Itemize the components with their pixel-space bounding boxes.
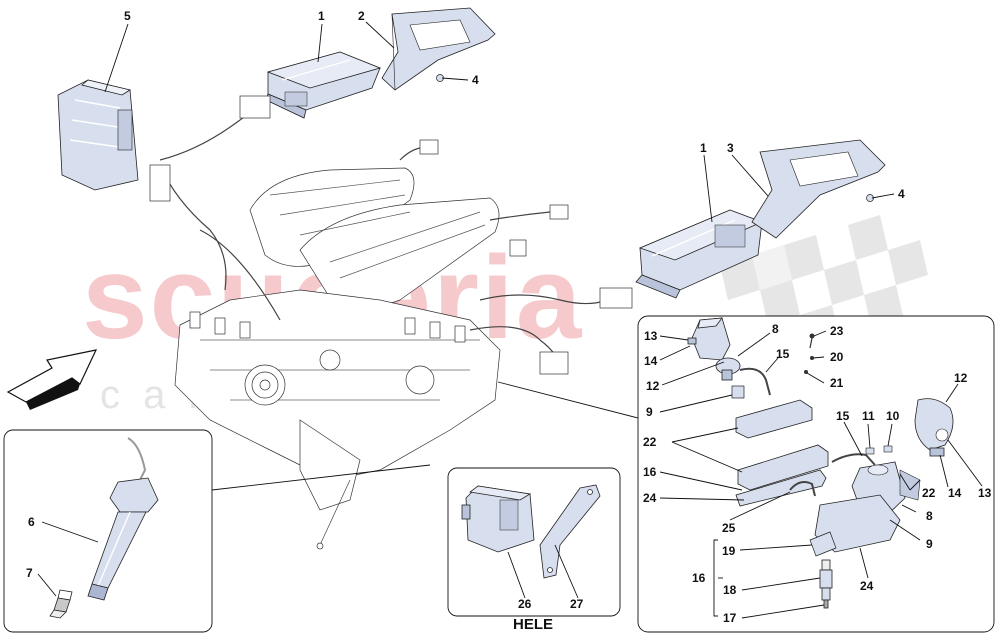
inset-fuel-system [497,315,995,633]
callout-17: 17 [723,611,737,625]
callout-23: 23 [830,324,844,338]
inset-hele [447,467,621,617]
callout-10: 10 [886,409,900,423]
callout-9-left: 9 [646,405,653,419]
callout-24-left: 24 [643,491,657,505]
callout-5: 5 [124,9,131,23]
callout-14-right: 14 [948,486,962,500]
callout-3: 3 [727,141,734,155]
callout-27: 27 [570,597,584,611]
inset-ignition-coil [3,429,431,633]
callout-12-right: 12 [954,371,968,385]
engine-assembly [149,95,633,550]
callout-8-top: 8 [772,322,779,336]
callout-9-right: 9 [926,537,933,551]
callout-4-top: 4 [472,73,479,87]
callout-22-right: 22 [922,486,936,500]
callout-22-left: 22 [643,435,657,449]
callout-1-top: 1 [318,9,325,23]
part-2-bracket-top [381,7,496,91]
callout-26: 26 [518,597,532,611]
callout-16-left: 16 [643,465,657,479]
callout-6: 6 [28,515,35,529]
callout-11: 11 [862,409,875,423]
direction-arrow-icon [6,349,98,410]
callout-21: 21 [830,376,844,390]
callout-13-left: 13 [644,329,658,343]
part-1-ecu-top [265,51,382,119]
part-5-ecu [57,79,139,191]
callout-24-bottom: 24 [860,579,874,593]
callout-13-right: 13 [978,486,992,500]
callout-4-right: 4 [898,187,905,201]
part-1-ecu-right [635,209,764,299]
callout-2: 2 [358,9,365,23]
callout-25: 25 [722,521,736,535]
hele-label: HELE [513,616,553,633]
part-3-bracket-right [751,139,886,239]
callout-numbers: 5 1 2 4 1 3 4 6 7 26 27 13 14 12 8 15 23… [26,9,992,625]
callout-12-left: 12 [646,379,660,393]
callout-8-right: 8 [926,509,933,523]
callout-1-right: 1 [700,141,707,155]
callout-15-right: 15 [836,409,850,423]
callout-14-left: 14 [644,354,658,368]
callout-18: 18 [723,583,737,597]
callout-20: 20 [830,350,844,364]
callout-7: 7 [26,566,33,580]
leader-lines [37,21,983,619]
callout-16-bracket: 16 [692,571,706,585]
callout-19: 19 [722,544,736,558]
callout-15-top: 15 [776,347,790,361]
